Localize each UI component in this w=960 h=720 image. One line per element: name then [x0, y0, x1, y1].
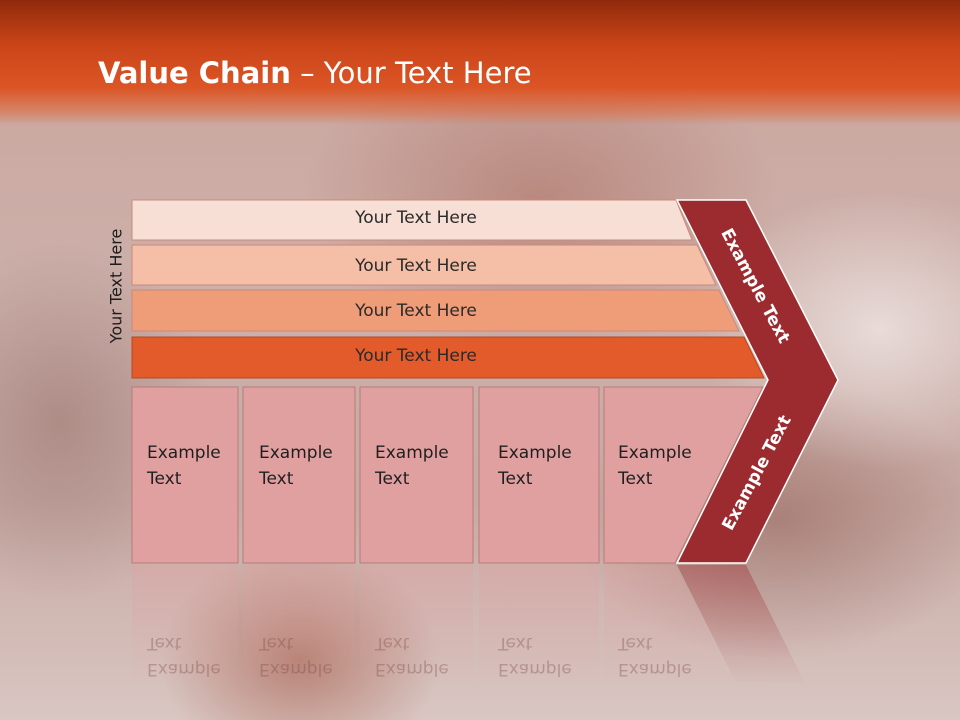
box-4-reflection	[479, 565, 599, 685]
band-1	[131, 199, 693, 241]
box-1-reflection	[132, 565, 238, 685]
box-2-reflection	[243, 565, 355, 685]
band-2	[131, 244, 717, 286]
band-3	[131, 289, 740, 332]
box-5-reflection	[604, 565, 735, 685]
band-2-label: Your Text Here	[355, 256, 477, 276]
chevron-shape	[675, 199, 839, 564]
box-4	[478, 386, 600, 564]
box-3-reflection	[360, 565, 473, 685]
slide-title: Value Chain – Your Text Here	[98, 56, 532, 90]
band-4-label: Your Text Here	[355, 346, 477, 366]
title-bar	[0, 0, 960, 125]
band-3-label: Your Text Here	[355, 301, 477, 321]
band-4	[131, 336, 765, 379]
chevron-reflection	[677, 565, 806, 685]
band-1-label: Your Text Here	[355, 208, 477, 228]
box-2	[242, 386, 356, 564]
box-3	[359, 386, 474, 564]
box-1	[131, 386, 239, 564]
box-5	[603, 386, 764, 564]
